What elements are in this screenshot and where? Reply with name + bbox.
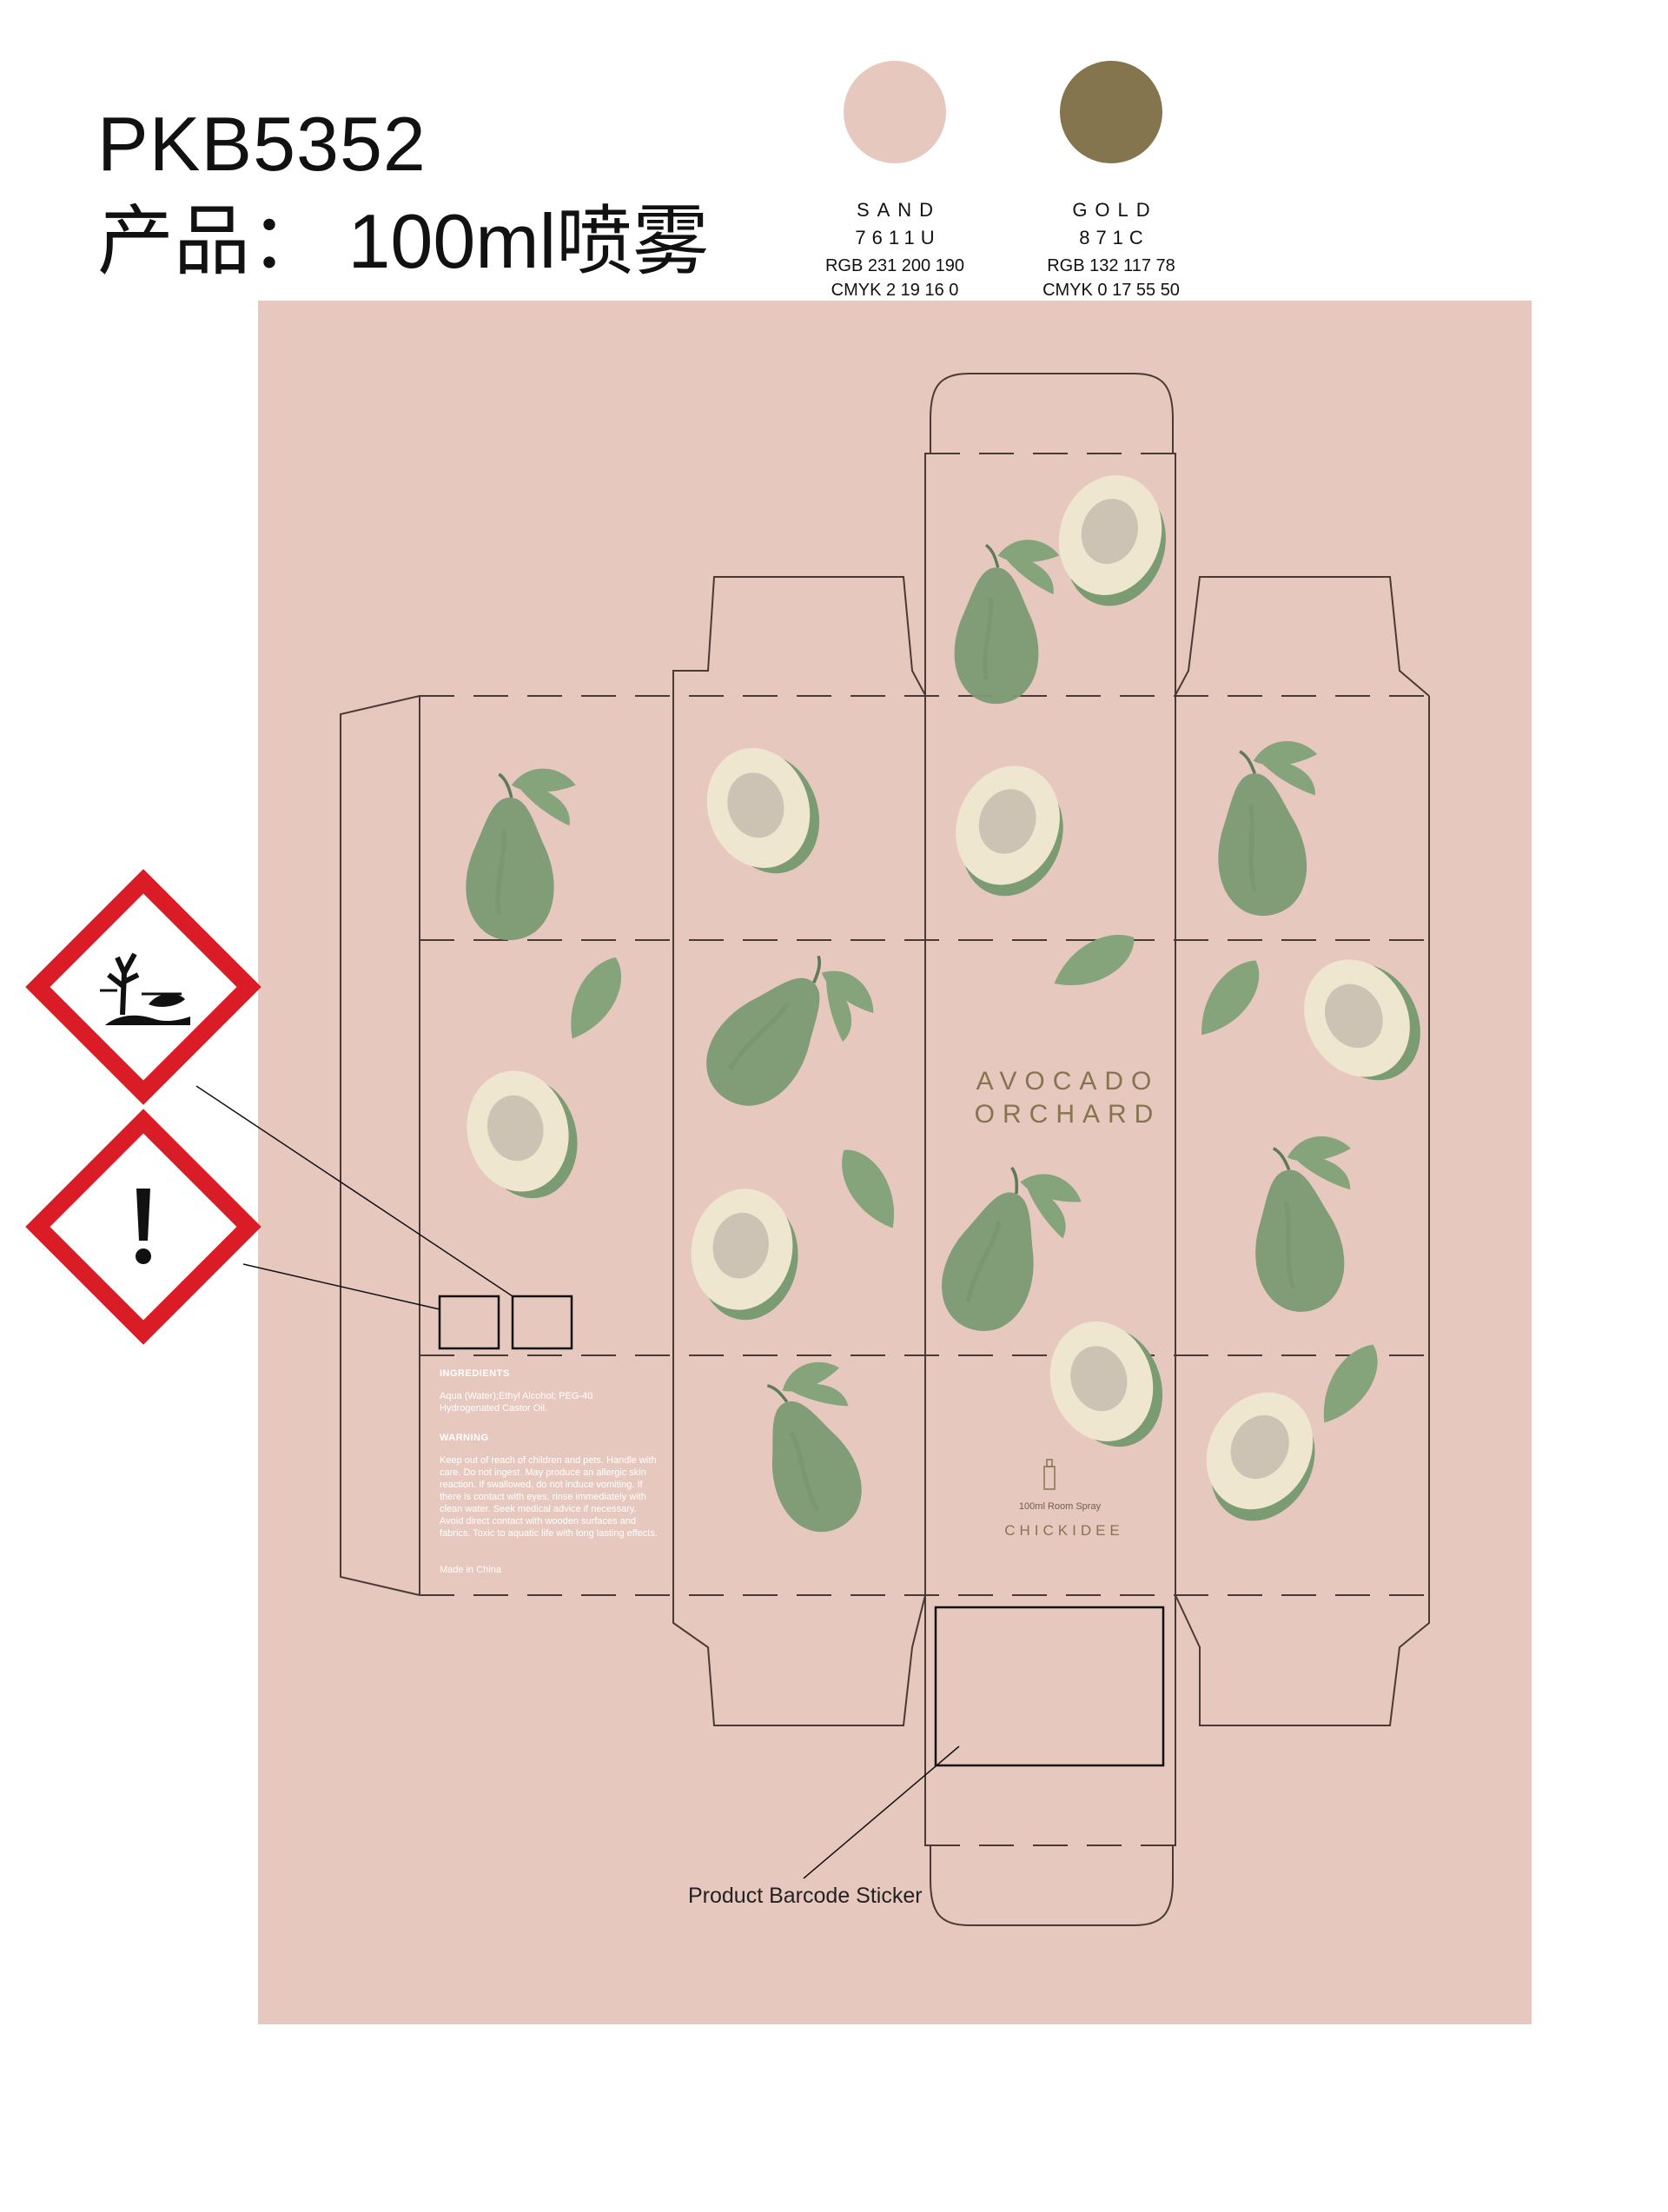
leader-lines — [195, 1085, 960, 1879]
brand-logo-text: CHICKIDEE — [1004, 1522, 1124, 1539]
swatch-gold-pantone: 871C — [1079, 227, 1149, 248]
swatch-gold: GOLD 871C RGB 132 117 78 CMYK 0 17 55 50 — [955, 61, 1268, 302]
dieline-cut-lines — [340, 373, 1430, 1926]
hazard-placeholder-environment — [511, 1295, 573, 1350]
barcode-sticker-label: Product Barcode Sticker — [688, 1884, 923, 1908]
illustration-back-panel — [679, 732, 910, 1545]
product-description: 产品： 100ml喷雾 — [97, 198, 710, 284]
origin-text: Made in China — [440, 1565, 501, 1575]
illustration-top-tuck — [955, 461, 1184, 705]
hazard-placeholder-exclamation — [438, 1295, 500, 1350]
product-code: PKB5352 — [97, 101, 427, 187]
swatch-sand-cmyk: CMYK 2 19 16 0 — [831, 281, 959, 300]
swatch-sand-name: SAND — [856, 199, 942, 221]
fragrance-name-line2: ORCHARD — [974, 1100, 1162, 1129]
environment-hazard-icon — [37, 881, 248, 1092]
bottle-icon — [1043, 1459, 1056, 1490]
swatch-sand-circle — [844, 61, 946, 163]
illustration-side-panel — [455, 769, 634, 1210]
warning-heading: WARNING — [440, 1433, 489, 1443]
barcode-sticker-area — [934, 1606, 1165, 1767]
warning-text: Keep out of reach of children and pets. … — [440, 1455, 658, 1539]
illustration-right-panel — [1181, 738, 1440, 1540]
swatch-sand: SAND 7611U RGB 231 200 190 CMYK 2 19 16 … — [738, 61, 1051, 302]
exclamation-hazard-icon — [37, 1121, 248, 1332]
swatch-gold-rgb: RGB 132 117 78 — [1047, 256, 1175, 275]
fragrance-name: AVOCADO ORCHARD — [925, 1065, 1202, 1131]
swatch-gold-name: GOLD — [1072, 199, 1158, 221]
dieline-fold-lines — [419, 453, 1429, 1846]
swatch-sand-rgb: RGB 231 200 190 — [824, 256, 965, 275]
fragrance-name-line1: AVOCADO — [976, 1067, 1160, 1096]
swatch-gold-cmyk: CMYK 0 17 55 50 — [1042, 281, 1180, 300]
product-size-label: 100ml Room Spray — [1018, 1501, 1102, 1512]
ingredients-text: Aqua (Water);Ethyl Alcohol; PEG-40 Hydro… — [440, 1391, 593, 1414]
swatch-sand-pantone: 7611U — [855, 227, 941, 248]
ingredients-heading: INGREDIENTS — [440, 1368, 510, 1379]
swatch-gold-circle — [1060, 61, 1162, 163]
